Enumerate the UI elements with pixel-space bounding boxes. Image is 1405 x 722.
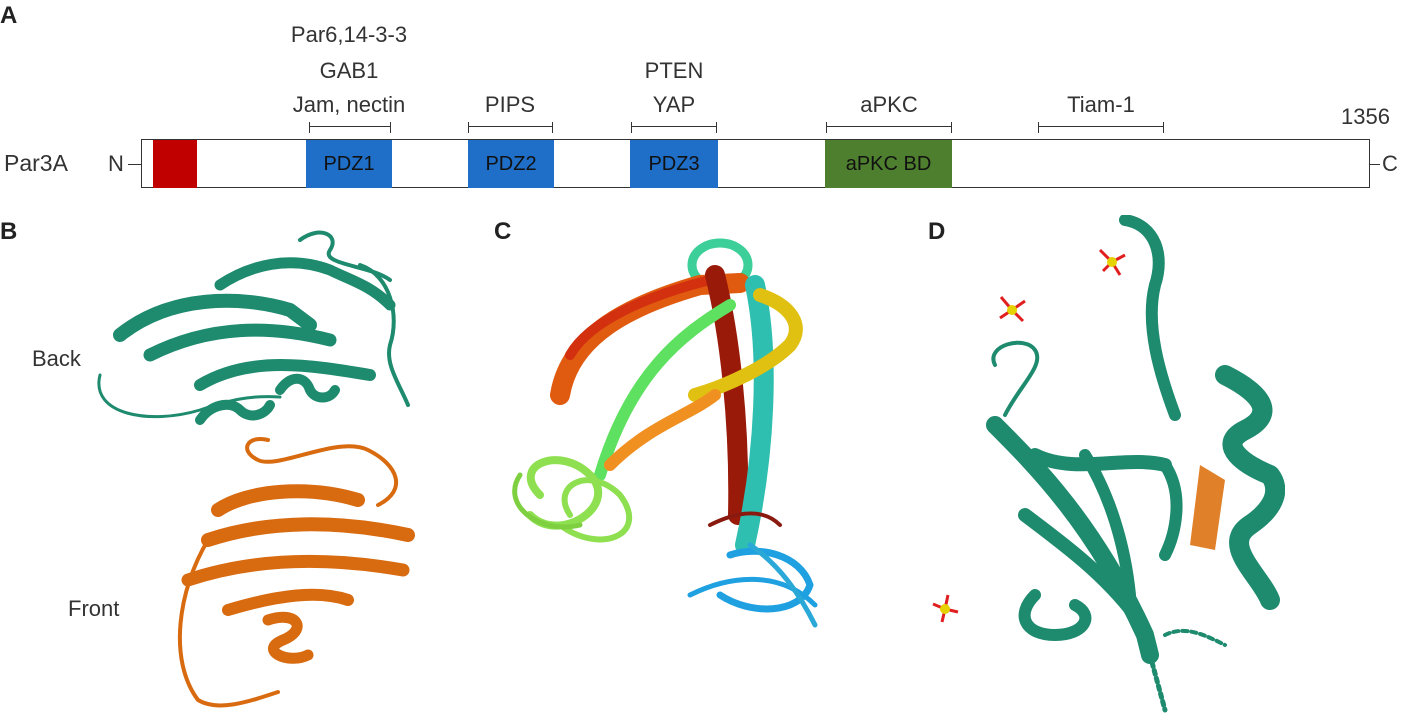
partner-bracket-pdz3 bbox=[631, 122, 717, 135]
panel-label-d: D bbox=[928, 218, 946, 245]
partner-label-pdz3-line1: PTEN bbox=[644, 58, 704, 83]
c-terminus-label: C bbox=[1382, 151, 1398, 176]
back-view-label: Back bbox=[32, 346, 81, 371]
nmr-structure-ensemble bbox=[512, 238, 818, 628]
partner-label-pdz1-line1: Par6,14-3-3 bbox=[290, 22, 408, 47]
pdz2-domain: PDZ2 bbox=[468, 140, 554, 188]
partner-bracket-tiam1 bbox=[1038, 122, 1164, 135]
sulfate-ion-bottom bbox=[932, 594, 959, 623]
sulfate-ion-top bbox=[1098, 248, 1126, 276]
protein-name: Par3A bbox=[4, 150, 68, 176]
panel-label-b: B bbox=[0, 218, 18, 245]
pdz-structure-front-view bbox=[177, 437, 415, 708]
n-terminal-domain bbox=[153, 140, 197, 188]
apkc-binding-domain: aPKC BD bbox=[825, 140, 952, 188]
partner-label-pdz2: PIPS bbox=[484, 92, 536, 117]
partner-label-apkc: aPKC bbox=[860, 92, 918, 117]
partner-bracket-pdz1 bbox=[309, 122, 391, 135]
front-view-label: Front bbox=[68, 596, 120, 621]
partner-label-pdz1-line2: GAB1 bbox=[319, 58, 379, 83]
sulfate-ion-left bbox=[999, 296, 1026, 323]
partner-bracket-apkc bbox=[826, 122, 952, 135]
partner-label-pdz1-line3: Jam, nectin bbox=[292, 92, 406, 117]
length-label: 1356 bbox=[1341, 104, 1390, 129]
partner-label-tiam1: Tiam-1 bbox=[1067, 92, 1135, 117]
c-terminus-tick bbox=[1370, 164, 1380, 165]
partner-bracket-pdz2 bbox=[468, 122, 553, 135]
pdz-structure-back-view bbox=[97, 230, 410, 425]
partner-label-pdz3-line2: YAP bbox=[652, 92, 696, 117]
panel-label-c: C bbox=[494, 218, 512, 245]
pdz-peptide-complex-structure bbox=[986, 215, 1285, 713]
pdz3-domain: PDZ3 bbox=[630, 140, 718, 188]
panel-label-a: A bbox=[0, 2, 18, 29]
pdz1-domain: PDZ1 bbox=[306, 140, 392, 188]
n-terminus-tick bbox=[128, 164, 141, 165]
n-terminus-label: N bbox=[108, 151, 124, 176]
